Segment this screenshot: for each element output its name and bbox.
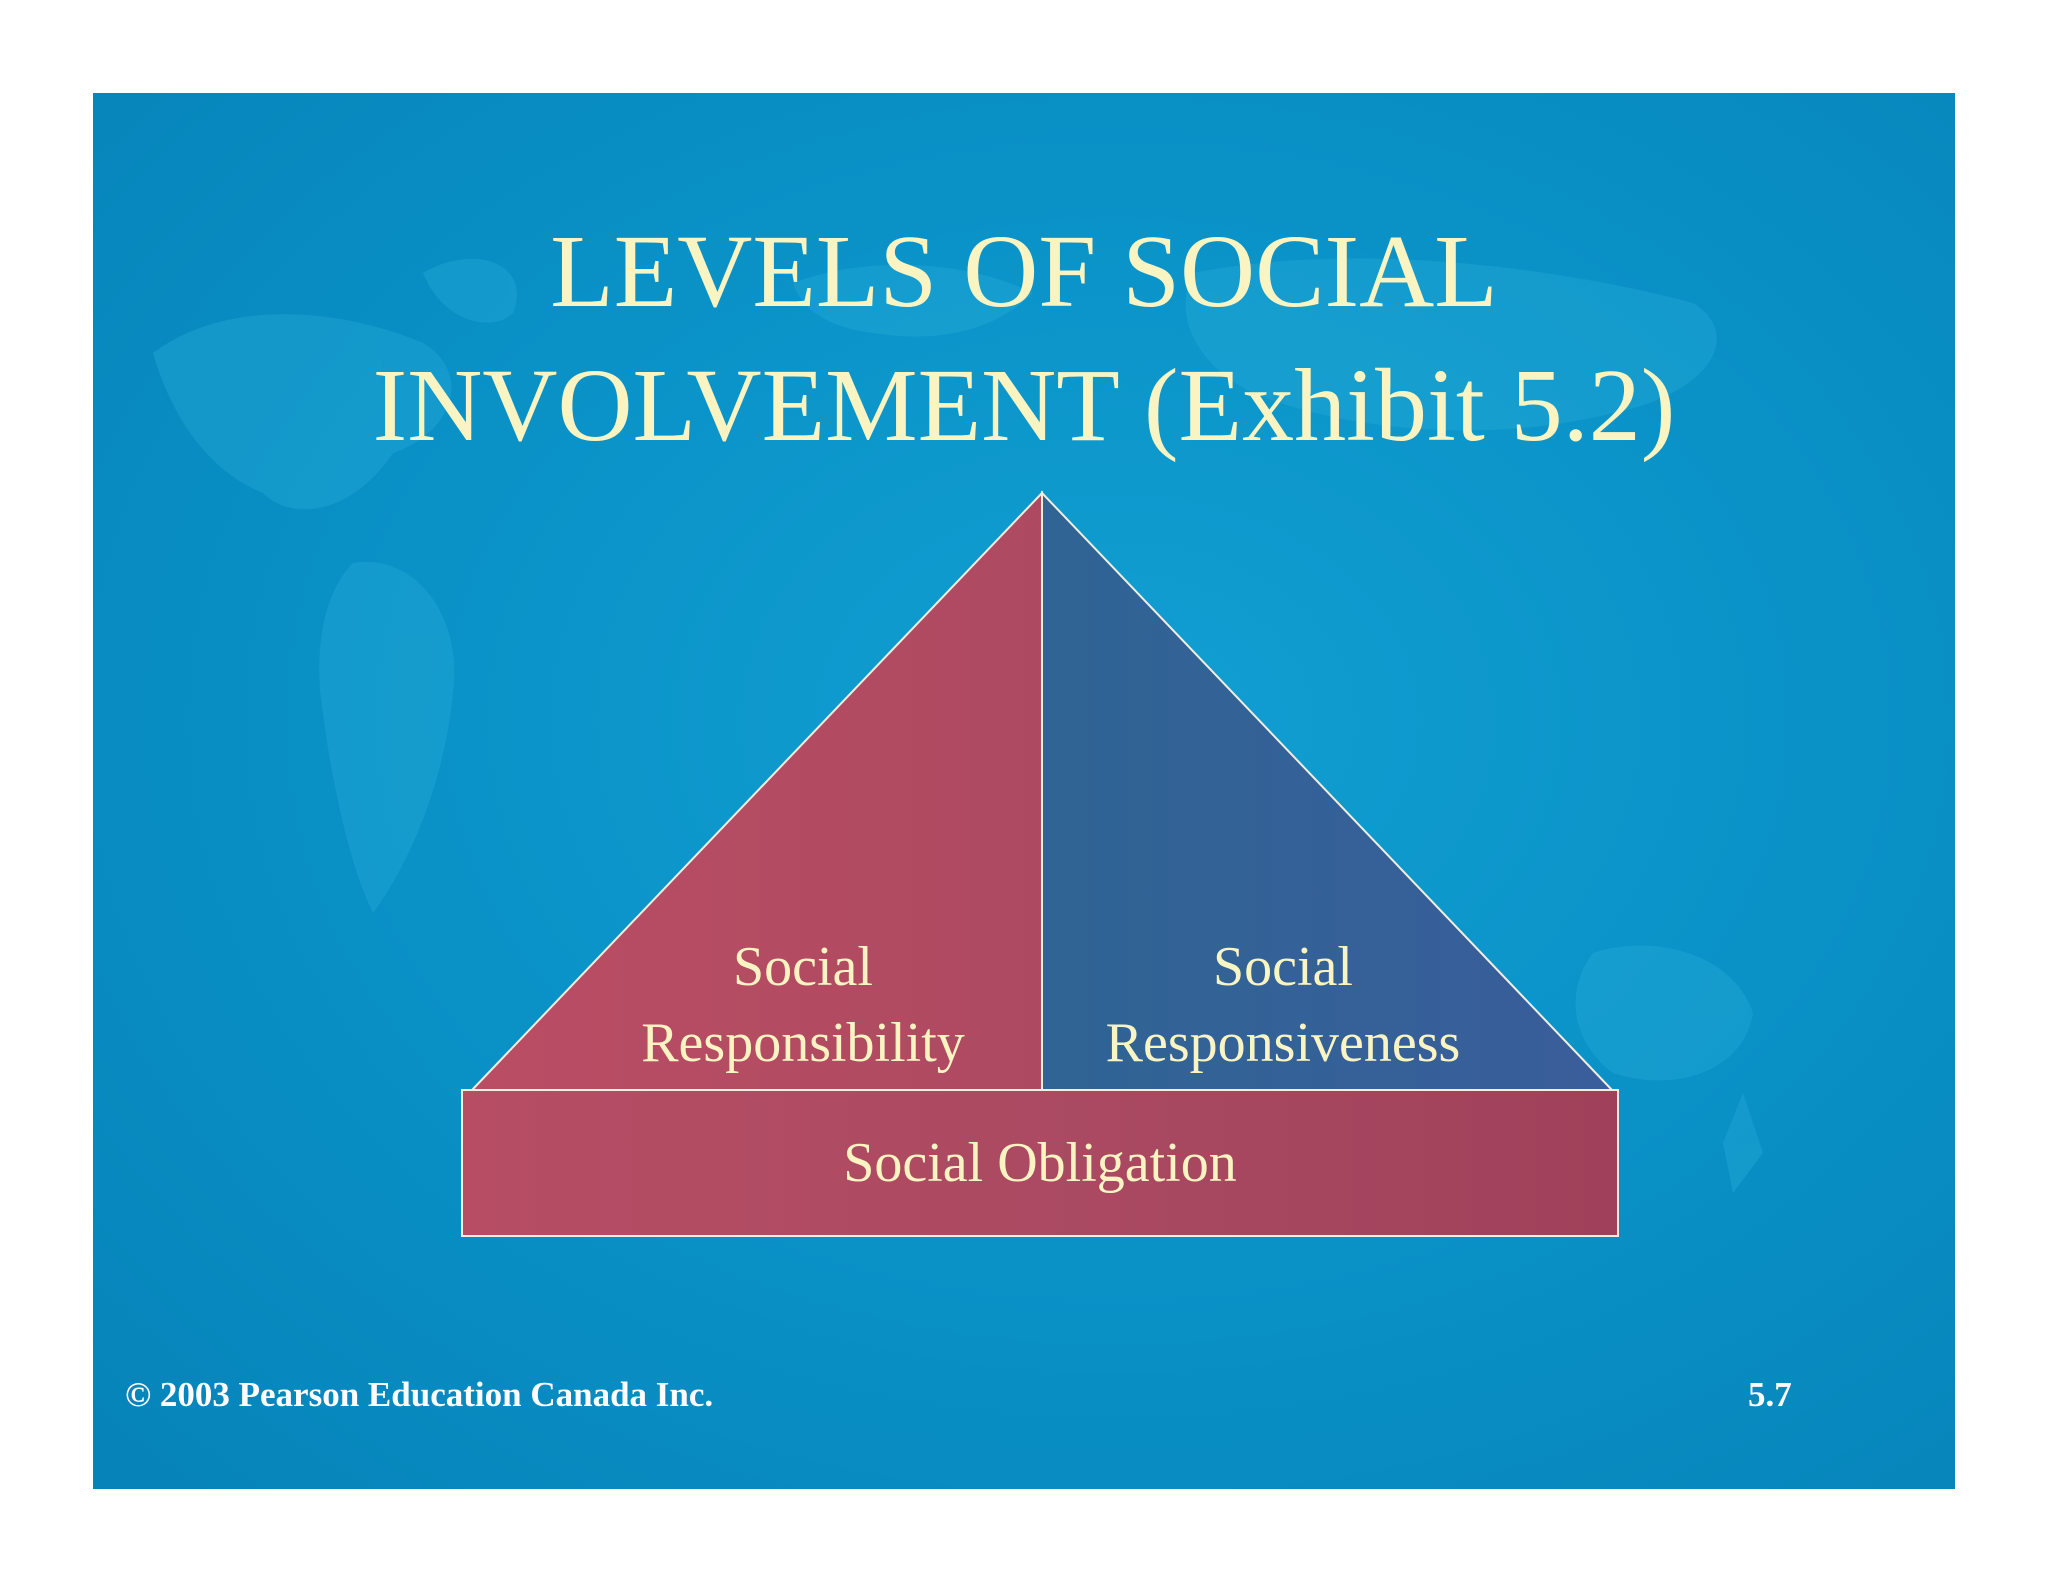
social-obligation-base — [461, 1089, 1619, 1237]
social-responsiveness-label: Social Responsiveness — [1105, 936, 1461, 1074]
title-line-2: INVOLVEMENT (Exhibit 5.2) — [372, 348, 1676, 463]
slide-title: LEVELS OF SOCIAL INVOLVEMENT (Exhibit 5.… — [93, 205, 1955, 473]
title-line-1: LEVELS OF SOCIAL — [550, 214, 1498, 329]
slide: LEVELS OF SOCIAL INVOLVEMENT (Exhibit 5.… — [93, 93, 1955, 1489]
copyright-text: © 2003 Pearson Education Canada Inc. — [125, 1375, 714, 1414]
pyramid-diagram — [461, 490, 1619, 1237]
slide-number: 5.7 — [1748, 1375, 1792, 1414]
world-map-watermark — [153, 258, 1763, 1193]
social-obligation-label: Social Obligation — [843, 1132, 1237, 1194]
social-responsibility-label: Social Responsibility — [641, 936, 965, 1074]
